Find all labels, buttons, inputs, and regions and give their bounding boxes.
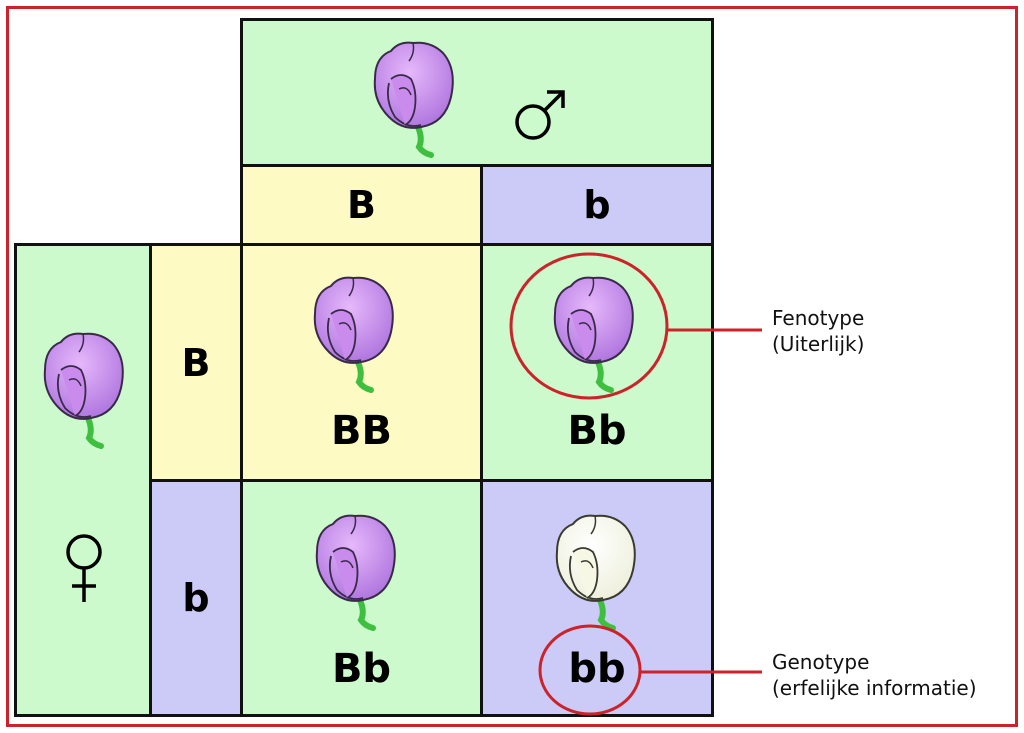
male-allele-B-label: B: [347, 183, 376, 227]
phenotype-label: Fenotype (Uiterlijk): [772, 305, 864, 357]
genotype-Bb-top: Bb: [567, 408, 627, 454]
genotype-bb: bb: [568, 646, 626, 692]
phenotype-highlight-circle: [509, 252, 669, 400]
male-symbol-icon: [515, 90, 565, 140]
phenotype-title: Fenotype: [772, 306, 865, 330]
genotype-highlight-circle: [538, 624, 642, 716]
phenotype-subtitle: (Uiterlijk): [772, 332, 865, 356]
male-allele-b-label: b: [583, 183, 611, 227]
genotype-title: Genotype: [772, 650, 870, 674]
genotype-label: Genotype (erfelijke informatie): [772, 649, 977, 701]
female-parent-cell: [14, 243, 152, 717]
outer-frame: [6, 6, 1018, 727]
genotype-Bb-bottom: Bb: [331, 646, 392, 692]
female-symbol-icon: [66, 534, 102, 602]
female-allele-b-label: b: [182, 576, 210, 620]
genotype-BB: BB: [331, 408, 392, 454]
offspring-cell-Bb-top: Bb: [480, 243, 714, 482]
genotype-subtitle: (erfelijke informatie): [772, 676, 977, 700]
female-allele-B-label: B: [181, 340, 211, 385]
offspring-cell-bb: bb: [480, 479, 714, 717]
